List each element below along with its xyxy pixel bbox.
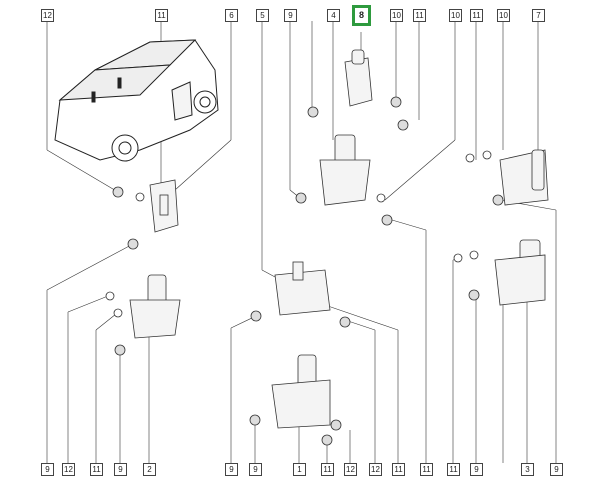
hinge-part-8 xyxy=(344,49,373,107)
callout-top-8: 10 xyxy=(390,9,403,22)
hinge-part-5 xyxy=(274,261,331,316)
hinge-part-1 xyxy=(271,354,331,429)
nut xyxy=(307,106,319,118)
callout-top-9: 11 xyxy=(413,9,426,22)
callout-bottom-1: 9 xyxy=(41,463,54,476)
callout-bottom-15: 9 xyxy=(470,463,483,476)
callout-top-6: 4 xyxy=(327,9,340,22)
nut xyxy=(390,96,402,108)
nut xyxy=(339,316,351,328)
washer xyxy=(105,291,115,301)
nut xyxy=(397,119,409,131)
callout-top-11: 11 xyxy=(470,9,483,22)
callout-bottom-4: 9 xyxy=(114,463,127,476)
callout-bottom-8: 1 xyxy=(293,463,306,476)
hinge-part-3 xyxy=(494,239,546,306)
washer xyxy=(469,250,479,260)
fasteners xyxy=(105,96,504,446)
hinge-part-6 xyxy=(149,179,179,233)
nut xyxy=(381,214,393,226)
nut xyxy=(112,186,124,198)
washer xyxy=(482,150,492,160)
washer xyxy=(135,192,145,202)
nut xyxy=(295,192,307,204)
washer xyxy=(465,153,475,163)
callout-bottom-9: 11 xyxy=(321,463,334,476)
callout-bottom-6: 9 xyxy=(225,463,238,476)
callout-top-2: 11 xyxy=(155,9,168,22)
callout-top-10: 10 xyxy=(449,9,462,22)
callout-top-12: 10 xyxy=(497,9,510,22)
callout-bottom-3: 11 xyxy=(90,463,103,476)
callout-bottom-16: 3 xyxy=(521,463,534,476)
callout-bottom-13: 11 xyxy=(420,463,433,476)
callout-bottom-12: 11 xyxy=(392,463,405,476)
nut xyxy=(127,238,139,250)
nut xyxy=(250,310,262,322)
callout-bottom-11: 12 xyxy=(369,463,382,476)
washer xyxy=(376,193,386,203)
hinge-part-4 xyxy=(319,134,371,206)
callout-bottom-7: 9 xyxy=(249,463,262,476)
washer xyxy=(453,253,463,263)
nut xyxy=(114,344,126,356)
nut xyxy=(492,194,504,206)
callout-top-13: 7 xyxy=(532,9,545,22)
callout-bottom-17: 9 xyxy=(550,463,563,476)
callout-top-5: 9 xyxy=(284,9,297,22)
nut xyxy=(321,434,333,446)
callout-bottom-5: 2 xyxy=(143,463,156,476)
washer xyxy=(113,308,123,318)
callout-bottom-2: 12 xyxy=(62,463,75,476)
hinge-part-7 xyxy=(499,149,549,206)
callout-bottom-10: 12 xyxy=(344,463,357,476)
hinge-part-2 xyxy=(129,274,181,339)
callout-top-1: 12 xyxy=(41,9,54,22)
car-illustration xyxy=(54,39,219,162)
callout-top-3: 6 xyxy=(225,9,238,22)
callout-bottom-14: 11 xyxy=(447,463,460,476)
nut xyxy=(249,414,261,426)
callout-top-4: 5 xyxy=(256,9,269,22)
nut xyxy=(468,289,480,301)
nut xyxy=(330,419,342,431)
callout-top-highlighted[interactable]: 8 xyxy=(352,5,371,26)
